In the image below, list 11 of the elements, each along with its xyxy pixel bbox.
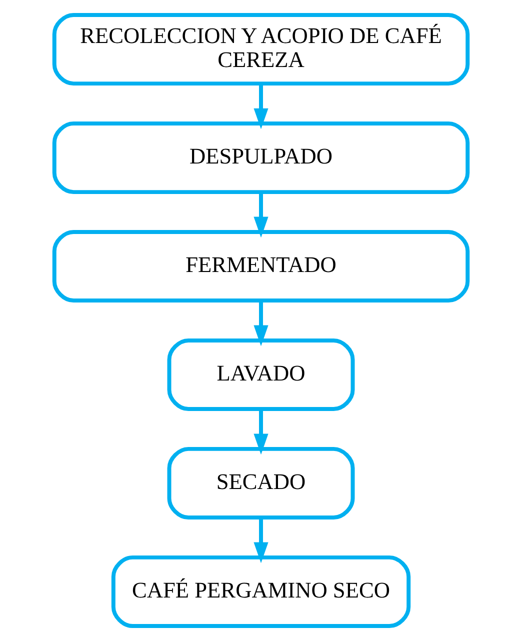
arrow [254,300,268,346]
node-box: DESPULPADO [52,121,470,194]
arrow [254,409,268,455]
node-box: LAVADO [167,338,355,412]
node-box: SECADO [167,446,355,520]
arrow [254,84,268,130]
arrow [254,192,268,238]
node-box: CAFÉ PERGAMINO SECO [111,555,411,628]
arrow [254,518,268,564]
node-box: FERMENTADO [52,230,470,303]
node-box: RECOLECCION Y ACOPIO DE CAFÉ CEREZA [52,12,470,86]
